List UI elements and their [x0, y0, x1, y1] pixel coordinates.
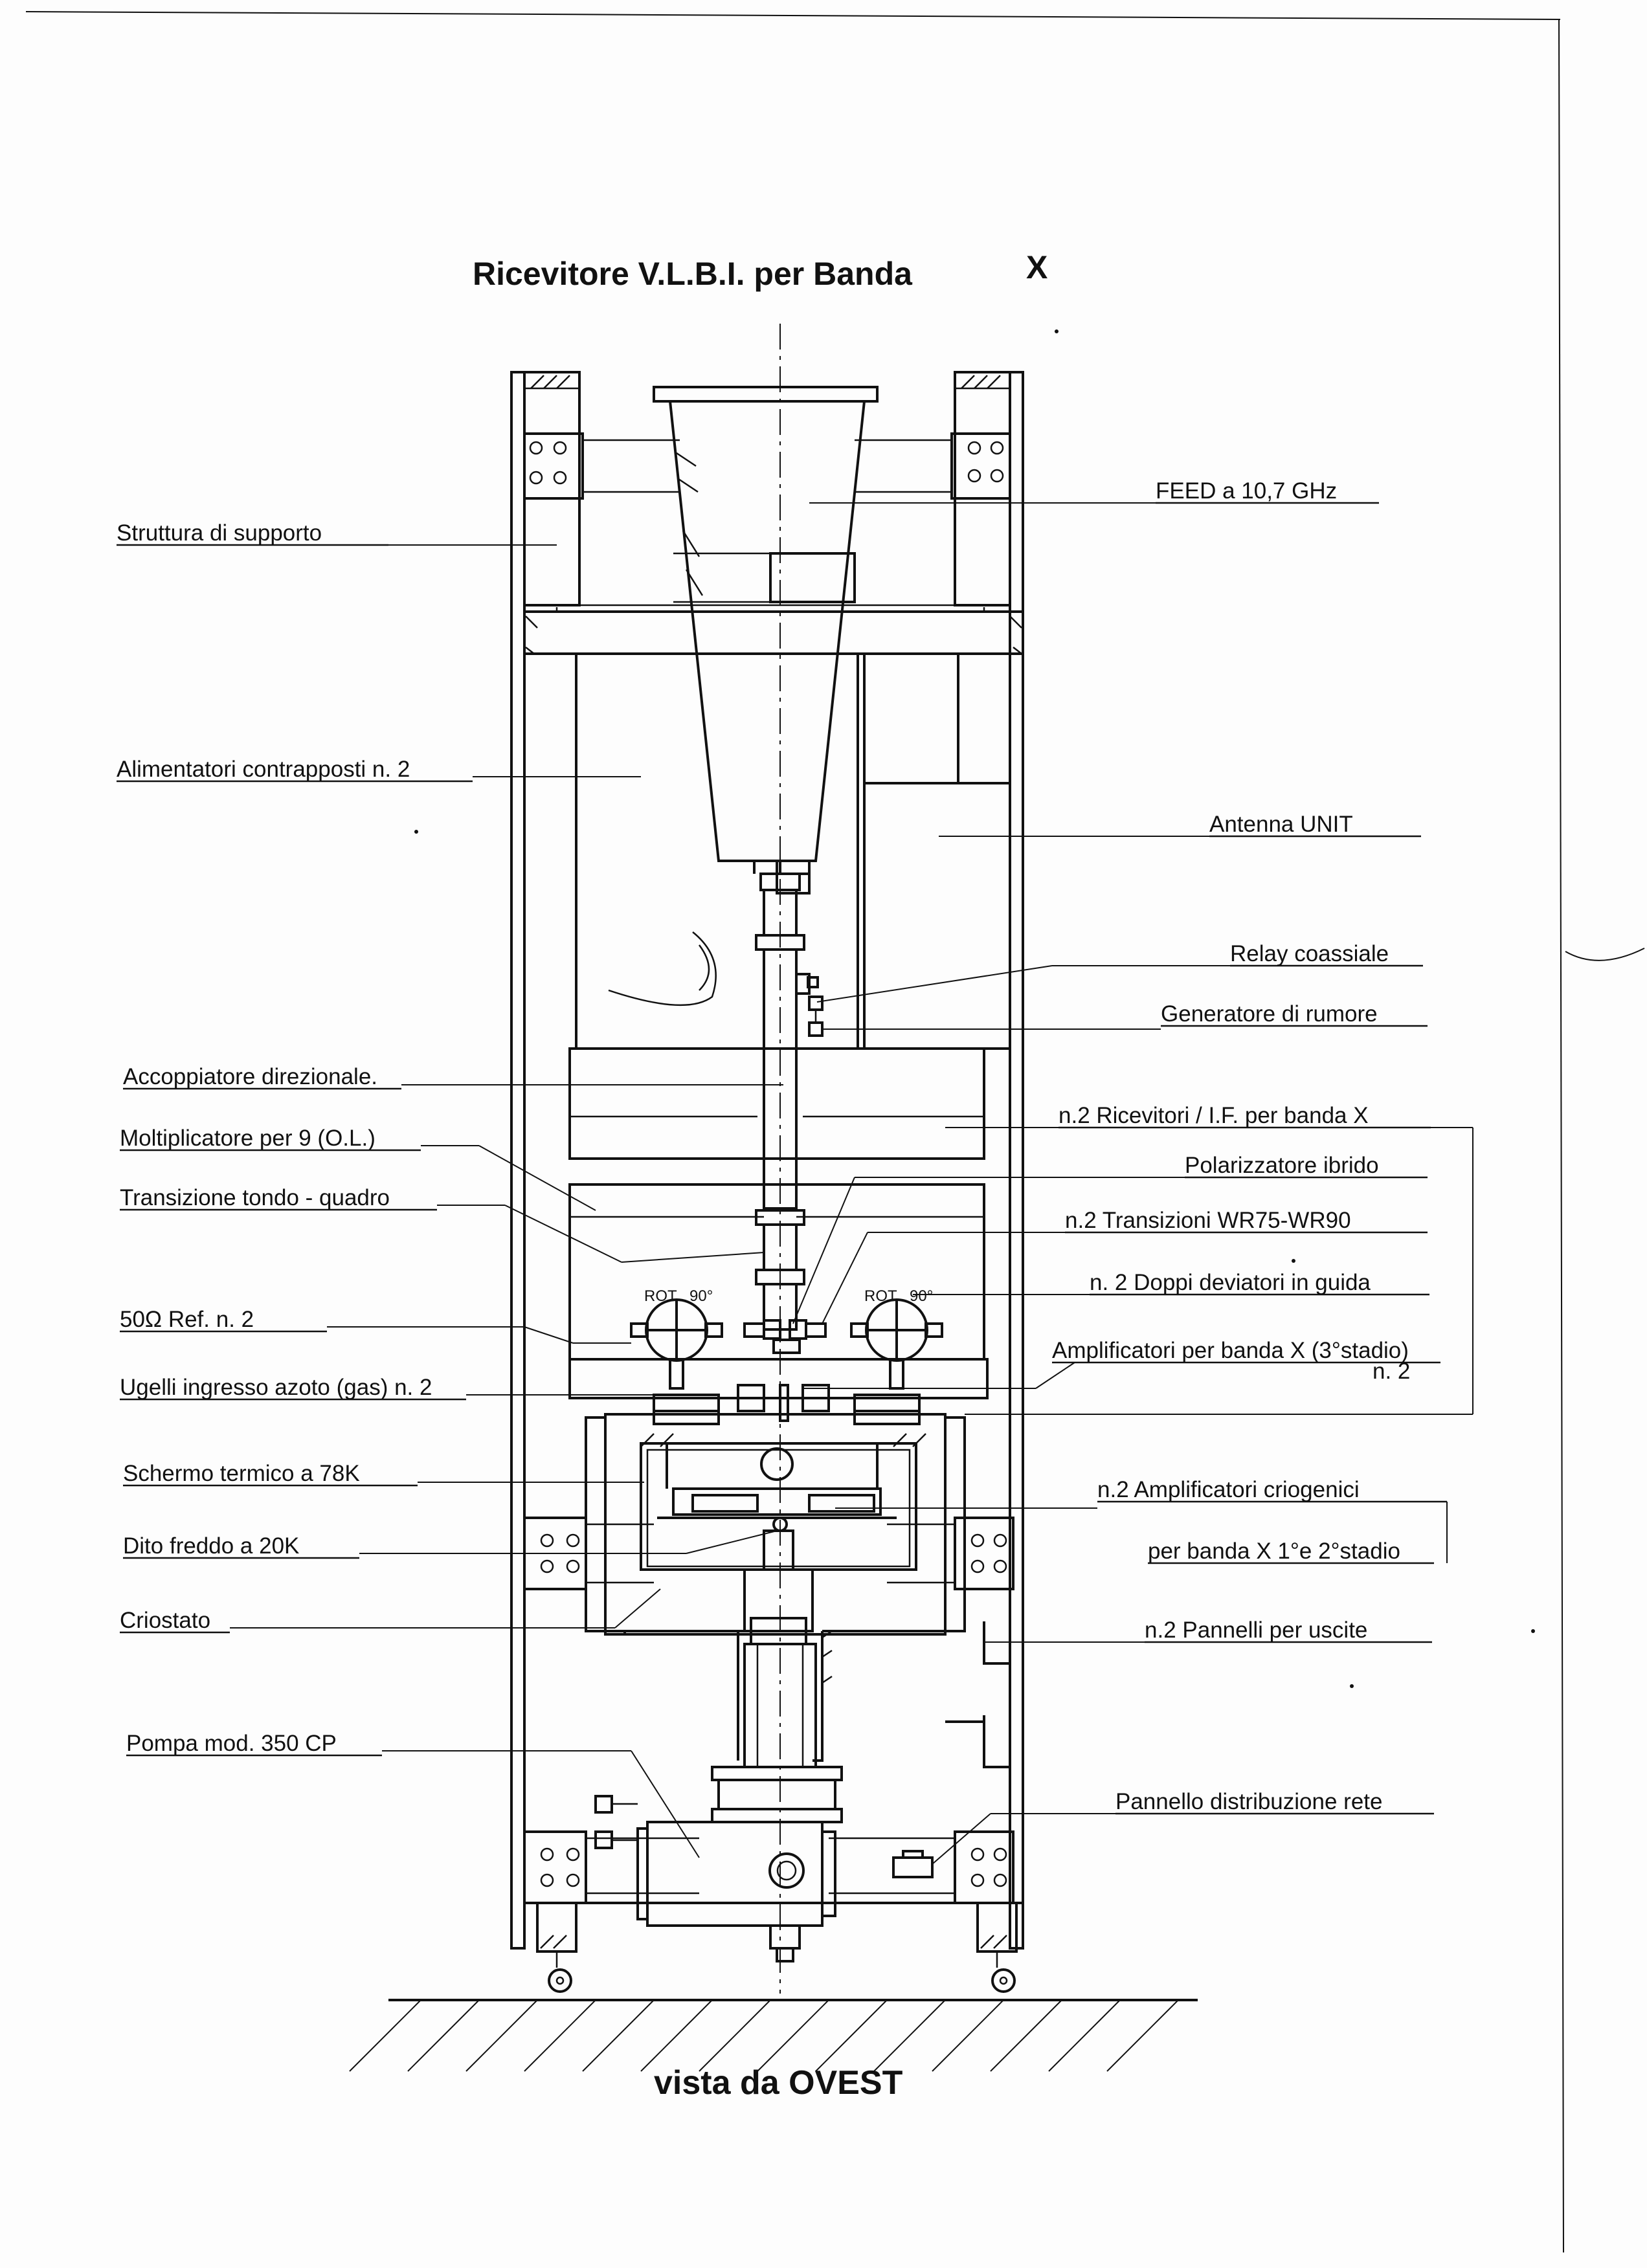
vacuum-pump: [594, 1795, 836, 1962]
label-schermo: Schermo termico a 78K: [123, 1461, 360, 1486]
scan-dot: [1531, 1629, 1535, 1633]
scan-dot: [414, 830, 418, 834]
label-amplificatori-3-count: n. 2: [1372, 1359, 1410, 1384]
deg-mark-left: 90°: [689, 1287, 713, 1305]
cryostat: [585, 1413, 966, 1823]
antenna-unit: [863, 652, 1011, 1050]
label-dito: Dito freddo a 20K: [123, 1533, 299, 1559]
label-pannelli: n.2 Pannelli per uscite: [1145, 1618, 1367, 1643]
view-caption: vista da OVEST: [654, 2064, 903, 2102]
label-accoppiatore: Accoppiatore direzionale.: [123, 1064, 377, 1089]
feed-horn: [653, 386, 879, 895]
paper-top-edge: [25, 11, 1561, 20]
output-panels: [892, 1621, 1010, 1878]
paper-right-edge: [1558, 19, 1564, 2253]
label-alimentatori: Alimentatori contrapposti n. 2: [117, 757, 410, 782]
label-transizione: Transizione tondo - quadro: [120, 1185, 390, 1210]
label-ugelli: Ugelli ingresso azoto (gas) n. 2: [120, 1375, 432, 1400]
drawing-title-band: X: [1026, 249, 1048, 285]
scan-dot: [1350, 1684, 1354, 1688]
label-struttura: Struttura di supporto: [117, 520, 322, 546]
label-relay: Relay coassiale: [1230, 941, 1389, 966]
label-distribuzione: Pannello distribuzione rete: [1115, 1789, 1382, 1814]
label-ricevitori: n.2 Ricevitori / I.F. per banda X: [1059, 1103, 1369, 1128]
frame-bolts: [529, 441, 1007, 1887]
label-criostato: Criostato: [120, 1608, 210, 1633]
label-ref: 50Ω Ref. n. 2: [120, 1307, 254, 1332]
waveguide-switches: ROT 90° ROT 90°: [630, 1287, 943, 1390]
rot-mark-right: ROT: [864, 1287, 897, 1305]
scan-curl: [1565, 948, 1645, 961]
scan-dot: [1292, 1259, 1295, 1263]
label-crio-1: n.2 Amplificatori criogenici: [1097, 1477, 1360, 1502]
waveguide: [755, 873, 824, 1331]
third-stage-amplifiers: [653, 1384, 921, 1425]
rot-mark-left: ROT: [644, 1287, 677, 1305]
label-polarizzatore: Polarizzatore ibrido: [1185, 1153, 1379, 1178]
label-amplificatori-3: Amplificatori per banda X (3°stadio): [1052, 1338, 1409, 1363]
label-crio-2: per banda X 1°e 2°stadio: [1148, 1539, 1400, 1564]
ground-line: [349, 1999, 1198, 2072]
label-pompa: Pompa mod. 350 CP: [126, 1731, 337, 1756]
label-transizioni: n.2 Transizioni WR75-WR90: [1065, 1208, 1351, 1233]
label-generatore: Generatore di rumore: [1161, 1001, 1378, 1027]
label-feed: FEED a 10,7 GHz: [1156, 478, 1337, 504]
support-structure: [510, 371, 1024, 1993]
drawing-title: Ricevitore V.L.B.I. per Banda: [473, 256, 913, 292]
label-antenna: Antenna UNIT: [1209, 812, 1353, 837]
label-deviatori: n. 2 Doppi deviatori in guida: [1090, 1270, 1371, 1295]
deg-mark-right: 90°: [910, 1287, 933, 1305]
scan-dot: [1055, 329, 1059, 333]
label-moltiplicatore: Moltiplicatore per 9 (O.L.): [120, 1126, 375, 1151]
if-receivers: [568, 1047, 989, 1399]
